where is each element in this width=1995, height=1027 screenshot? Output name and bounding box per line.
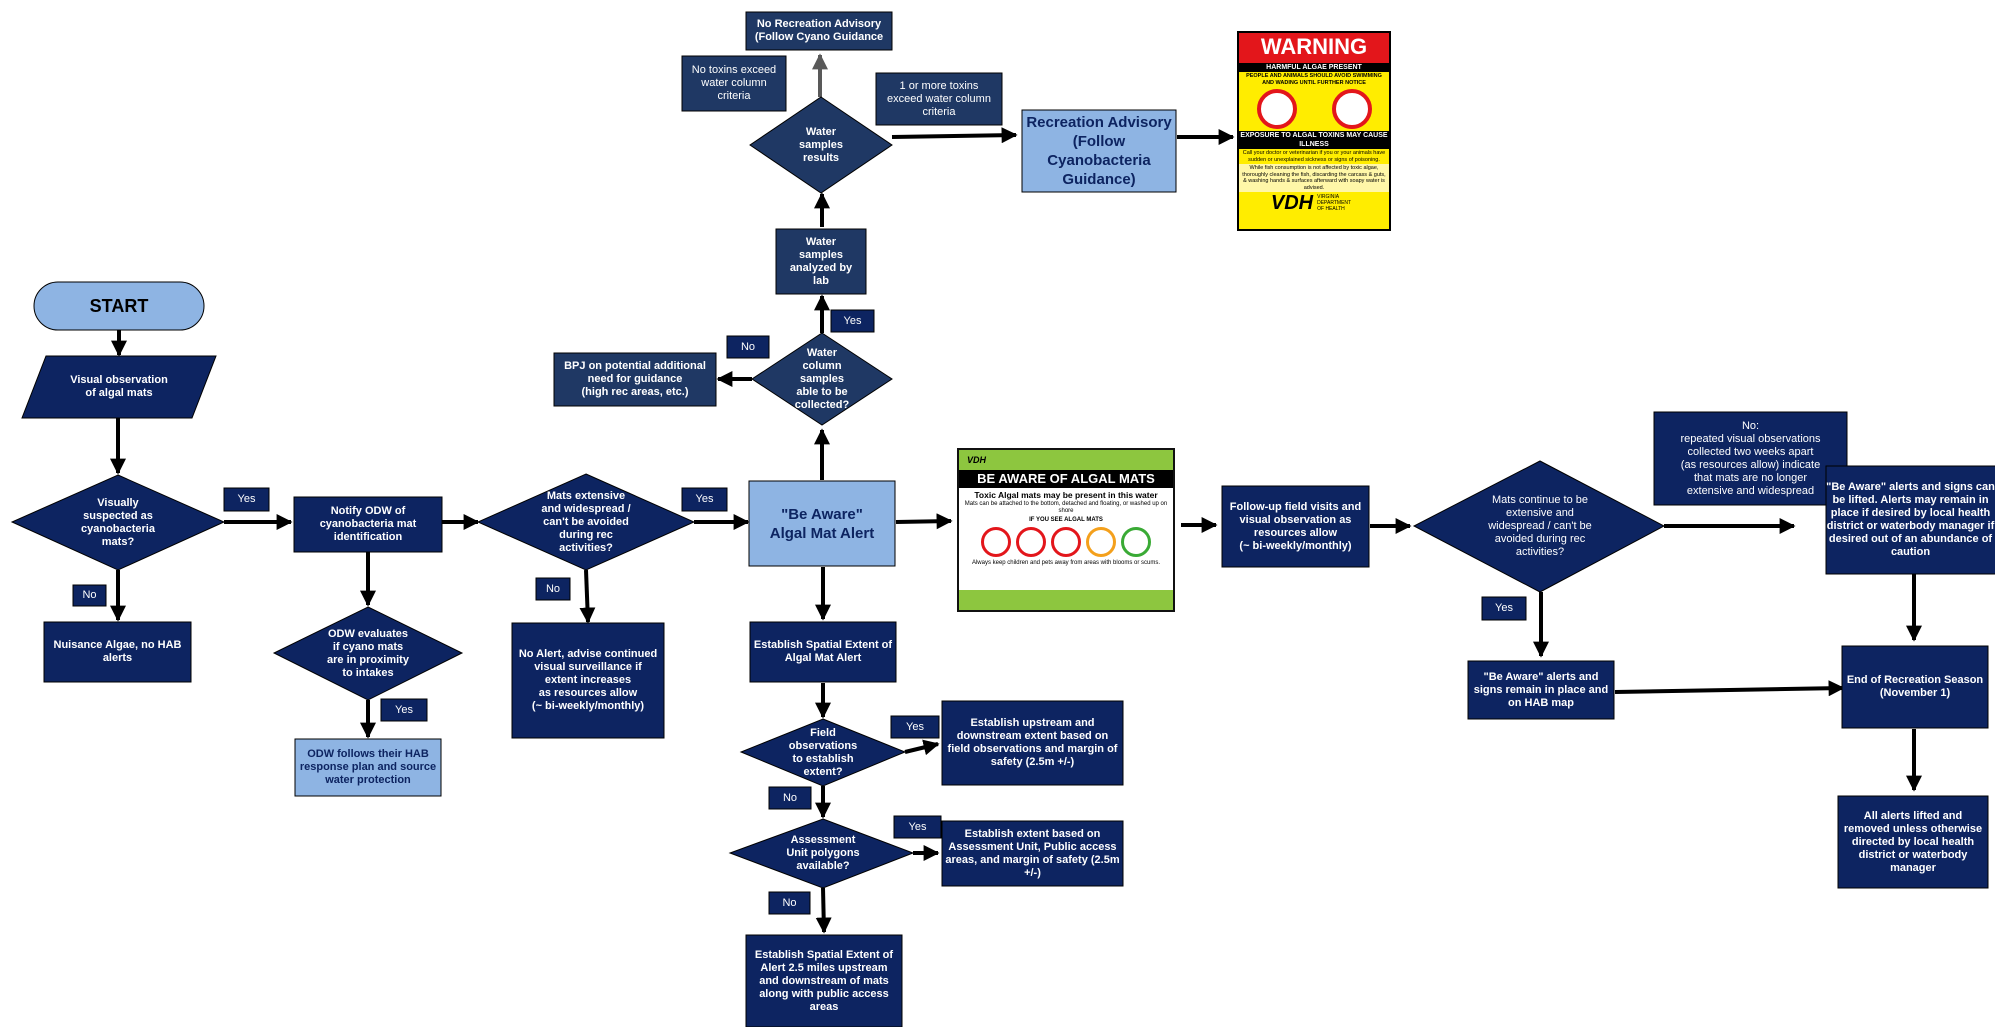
aware-sign-footer	[959, 590, 1173, 610]
visual-observation-shape	[21, 355, 217, 419]
warning-subtitle: HARMFUL ALGAE PRESENT	[1239, 63, 1389, 72]
tag-yes-continue	[1481, 596, 1527, 621]
water-results-decision	[749, 96, 893, 194]
rec-advisory-box	[1021, 109, 1177, 193]
no-rec-advisory-box	[745, 11, 893, 51]
start-terminator	[33, 281, 205, 331]
tag-no-extensive	[535, 577, 571, 601]
edge-assessment-to-miles	[815, 887, 832, 934]
edge-results-to-rec-advisory	[891, 127, 1018, 144]
be-aware-sign: VDH BE AWARE OF ALGAL MATS Toxic Algal m…	[957, 448, 1175, 612]
no-pets-icon	[1331, 89, 1372, 129]
establish-spatial-box	[749, 621, 897, 683]
mats-continue-decision	[1412, 460, 1666, 593]
be-aware-remain-box	[1467, 660, 1615, 720]
aware-sign-header: VDH	[959, 450, 1173, 470]
notify-odw-box	[293, 496, 443, 553]
edge-field-obs-to-upstream	[904, 739, 940, 756]
no-toxins-box	[681, 55, 787, 112]
nuisance-algae-box	[43, 621, 192, 683]
end-season-box	[1841, 645, 1989, 729]
field-observations-decision	[739, 718, 907, 787]
follow-up-box	[1221, 485, 1370, 568]
warning-line3: While fish consumption is not affected b…	[1239, 164, 1389, 192]
no-swimming-icon	[1256, 89, 1297, 129]
tag-no-suspected	[72, 584, 107, 607]
edge-remain-to-end-season	[1614, 680, 1845, 697]
odw-evaluates-decision	[272, 606, 464, 701]
tag-yes-odw	[380, 698, 428, 722]
warning-line2: Call your doctor or veterinarian if you …	[1242, 150, 1386, 163]
tag-yes-water-column	[830, 309, 875, 333]
establish-upstream-box	[941, 700, 1124, 786]
edge-mats-extensive-to-no-alert	[579, 569, 596, 624]
warning-title: WARNING	[1239, 33, 1389, 63]
water-analyzed-box	[775, 228, 867, 295]
warning-sign: WARNING HARMFUL ALGAE PRESENT PEOPLE AND…	[1237, 31, 1391, 231]
tag-no-water-column	[726, 335, 770, 359]
aware-sign-line2: Mats can be attached to the bottom, deta…	[964, 501, 1168, 514]
establish-assessment-box	[941, 820, 1124, 887]
aware-sign-icons	[959, 524, 1173, 560]
no-alert-box	[511, 622, 665, 739]
mats-extensive-decision	[476, 473, 696, 571]
warning-icons	[1239, 87, 1389, 131]
visually-suspected-decision	[10, 474, 226, 571]
tag-yes-assessment	[893, 815, 942, 839]
fish-clean-icon	[1121, 527, 1151, 557]
tag-yes-suspected	[223, 487, 270, 512]
be-aware-alert-box	[748, 480, 896, 567]
aware-sign-line3: IF YOU SEE ALGAL MATS	[1029, 517, 1103, 523]
assessment-unit-decision	[728, 818, 915, 889]
toxins-exceed-box	[875, 72, 1003, 126]
tag-yes-extensive	[681, 487, 728, 512]
aware-sign-line4: Always keep children and pets away from …	[971, 560, 1161, 566]
no-drink-icon	[1016, 527, 1046, 557]
vdh-agency-full: VIRGINIA DEPARTMENT OF HEALTH	[1317, 194, 1352, 212]
no-pets-icon	[1051, 527, 1081, 557]
water-column-decision	[751, 332, 893, 426]
no-repeated-box	[1653, 411, 1848, 506]
bpj-box	[553, 352, 717, 407]
aware-sign-line1: Toxic Algal mats may be present in this …	[974, 490, 1158, 500]
be-aware-lifted-box	[1825, 465, 1995, 575]
establish-miles-box	[745, 934, 903, 1027]
tag-yes-field	[890, 715, 940, 739]
odw-follows-box	[294, 738, 442, 797]
no-touch-icon	[981, 527, 1011, 557]
edge-be-aware-to-aware-sign	[895, 513, 953, 530]
vdh-logo: VDH	[1270, 192, 1314, 214]
tag-no-field	[768, 786, 812, 810]
all-lifted-box	[1837, 795, 1989, 889]
tag-no-assessment	[768, 891, 811, 915]
aware-sign-title: BE AWARE OF ALGAL MATS	[959, 470, 1173, 488]
warning-line1: PEOPLE AND ANIMALS SHOULD AVOID SWIMMING…	[1246, 73, 1382, 86]
swim-caution-icon	[1086, 527, 1116, 557]
warning-bar2: EXPOSURE TO ALGAL TOXINS MAY CAUSE ILLNE…	[1239, 131, 1389, 149]
